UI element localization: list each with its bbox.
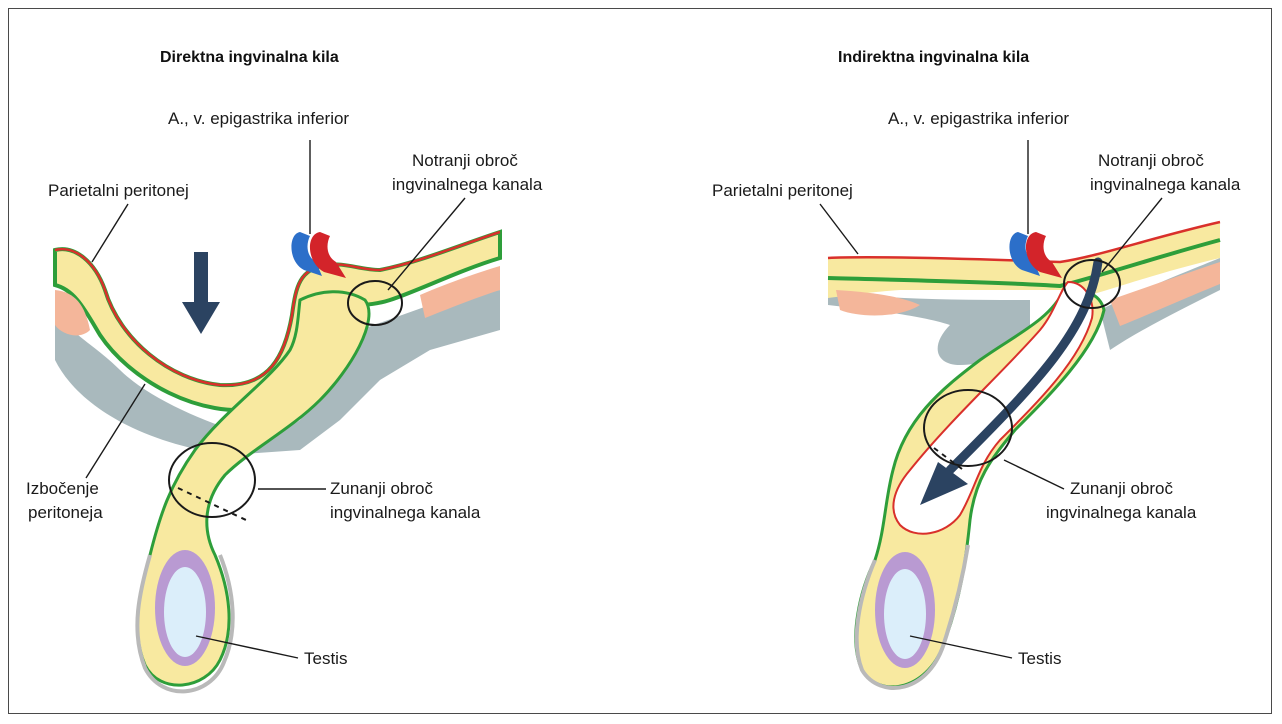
- hernia-arrow: [182, 252, 220, 334]
- external-ring-label-line2: ingvinalnega kanala: [330, 503, 481, 522]
- testis: [164, 567, 206, 657]
- external-ring-label-right-line2: ingvinalnega kanala: [1046, 503, 1197, 522]
- direct-hernia-panel: Direktna ingvinalna kila A., v. epigastr…: [26, 49, 543, 691]
- indirect-hernia-title: Indirektna ingvinalna kila: [838, 49, 1029, 66]
- internal-ring-label-right-line2: ingvinalnega kanala: [1090, 175, 1241, 194]
- internal-ring-label-line1: Notranji obroč: [412, 151, 518, 170]
- bulge-label-line1: Izbočenje: [26, 479, 99, 498]
- vessel-label-right: A., v. epigastrika inferior: [888, 109, 1069, 128]
- peritoneum-leader-right: [820, 204, 858, 254]
- peritoneum-label: Parietalni peritonej: [48, 181, 189, 200]
- direct-hernia-title: Direktna ingvinalna kila: [160, 49, 339, 66]
- internal-ring-label-line2: ingvinalnega kanala: [392, 175, 543, 194]
- external-ring-label-right-line1: Zunanji obroč: [1070, 479, 1174, 498]
- peritoneum-label-right: Parietalni peritonej: [712, 181, 853, 200]
- bulge-label-line2: peritoneja: [28, 503, 103, 522]
- indirect-hernia-panel: Indirektna ingvinalna kila A., v. epigas…: [712, 49, 1241, 688]
- internal-ring-label-right-line1: Notranji obroč: [1098, 151, 1204, 170]
- external-ring-label-line1: Zunanji obroč: [330, 479, 434, 498]
- external-ring-leader-right: [1004, 460, 1064, 489]
- vessel-label: A., v. epigastrika inferior: [168, 109, 349, 128]
- testis-right: [884, 569, 926, 659]
- peritoneum-leader: [92, 204, 128, 262]
- testis-label: Testis: [304, 649, 347, 668]
- testis-label-right: Testis: [1018, 649, 1061, 668]
